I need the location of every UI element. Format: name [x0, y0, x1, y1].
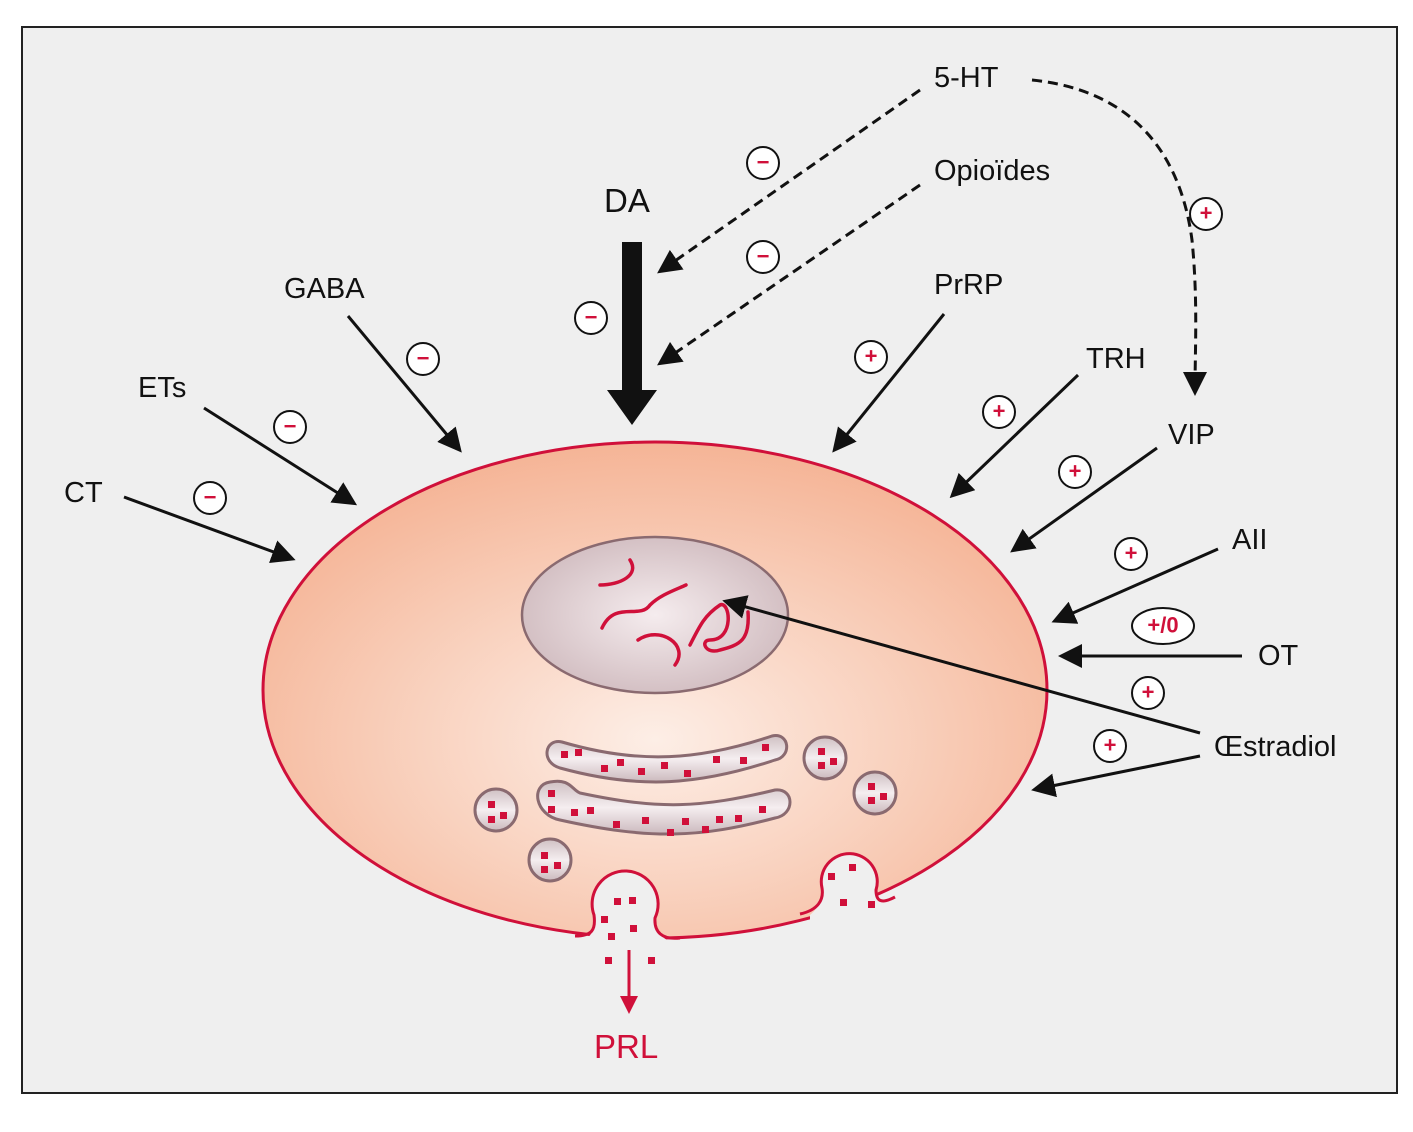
label-aii: AII — [1232, 524, 1267, 556]
prolactin-granules — [488, 744, 887, 964]
svg-text:+: + — [1104, 733, 1117, 758]
ct-arrow — [123, 495, 296, 564]
label-5ht: 5-HT — [934, 62, 999, 94]
5ht-vip-arrow — [1031, 78, 1208, 396]
5ht-arrow — [657, 88, 921, 274]
plus-sign-icon: + — [854, 340, 888, 374]
aii-arrow — [1051, 547, 1219, 624]
plus-sign-icon: + — [1058, 455, 1092, 489]
svg-text:+: + — [1142, 680, 1155, 705]
label-ct: CT — [64, 477, 103, 509]
label-vip: VIP — [1168, 419, 1215, 451]
regulator-arrows — [123, 78, 1242, 798]
oestradiol-membrane-arrow — [1031, 754, 1201, 798]
ets-arrow — [203, 406, 358, 506]
prrp-arrow — [832, 313, 946, 453]
plus-zero-sign-icon: +/0 — [1131, 607, 1195, 645]
plus-sign-icon: + — [1093, 729, 1127, 763]
svg-text:−: − — [757, 150, 770, 175]
plus-sign-icon: + — [1114, 537, 1148, 571]
da-arrow — [607, 242, 657, 425]
label-prrp: PrRP — [934, 269, 1003, 301]
svg-text:−: − — [204, 485, 217, 510]
minus-sign-icon: − — [273, 410, 307, 444]
nucleus — [520, 535, 790, 695]
svg-text:+: + — [865, 344, 878, 369]
plus-sign-icon: + — [1189, 197, 1223, 231]
plus-sign-icon: + — [1131, 676, 1165, 710]
svg-text:+: + — [1125, 541, 1138, 566]
minus-sign-icon: − — [574, 301, 608, 335]
secretory-granule — [473, 787, 519, 833]
chromatin — [598, 558, 750, 667]
svg-text:−: − — [585, 305, 598, 330]
label-gaba: GABA — [284, 273, 365, 305]
svg-text:+: + — [993, 399, 1006, 424]
trh-arrow — [949, 373, 1080, 499]
oestradiol-nucleus-arrow — [722, 595, 1201, 735]
plus-sign-icon: + — [982, 395, 1016, 429]
svg-text:−: − — [284, 414, 297, 439]
secretory-granule — [527, 837, 573, 883]
label-opioides: Opioïdes — [934, 155, 1050, 187]
label-trh: TRH — [1086, 343, 1146, 375]
vip-arrow — [1010, 446, 1158, 553]
exocytosis-pocket-2 — [810, 853, 900, 930]
gaba-arrow — [346, 315, 462, 453]
label-ets: ETs — [138, 372, 186, 404]
opioides-arrow — [657, 183, 921, 366]
minus-sign-icon: − — [746, 146, 780, 180]
minus-sign-icon: − — [406, 342, 440, 376]
golgi-cisterna-2 — [536, 779, 792, 836]
label-ot: OT — [1258, 640, 1299, 672]
svg-text:−: − — [757, 244, 770, 269]
secretory-granule — [802, 735, 848, 781]
label-prl: PRL — [594, 1028, 658, 1065]
svg-text:+: + — [1069, 459, 1082, 484]
minus-sign-icon: − — [193, 481, 227, 515]
label-da: DA — [604, 182, 650, 219]
svg-text:+/0: +/0 — [1147, 613, 1178, 638]
minus-sign-icon: − — [746, 240, 780, 274]
svg-text:−: − — [417, 346, 430, 371]
secretory-granule — [852, 770, 898, 816]
label-oestradiol: Œstradiol — [1214, 731, 1337, 763]
svg-text:+: + — [1200, 201, 1213, 226]
